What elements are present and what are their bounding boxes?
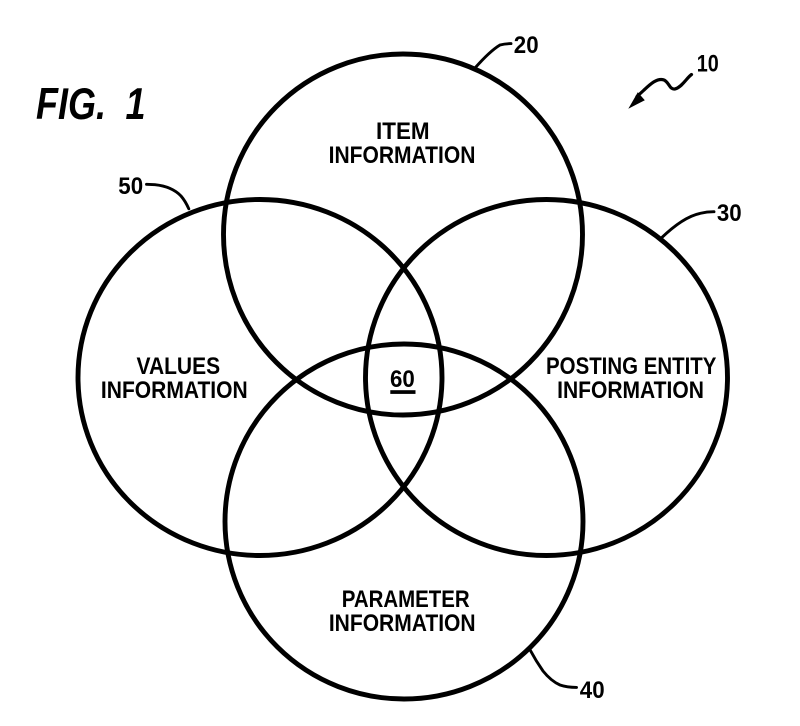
svg-text:FIG.: FIG. <box>36 78 106 129</box>
svg-text:INFORMATION: INFORMATION <box>101 377 248 404</box>
svg-text:10: 10 <box>697 49 719 76</box>
svg-text:PARAMETER: PARAMETER <box>342 585 470 612</box>
svg-text:50: 50 <box>118 172 143 199</box>
svg-text:40: 40 <box>580 676 605 703</box>
svg-text:60: 60 <box>390 365 415 392</box>
svg-text:1: 1 <box>125 78 145 129</box>
svg-text:20: 20 <box>514 31 539 58</box>
svg-text:30: 30 <box>717 199 742 226</box>
svg-text:INFORMATION: INFORMATION <box>557 377 704 404</box>
svg-text:VALUES: VALUES <box>136 353 220 380</box>
svg-text:ITEM: ITEM <box>376 117 430 144</box>
svg-text:INFORMATION: INFORMATION <box>329 610 476 637</box>
svg-text:POSTING ENTITY: POSTING ENTITY <box>546 352 716 379</box>
svg-text:INFORMATION: INFORMATION <box>329 142 476 169</box>
